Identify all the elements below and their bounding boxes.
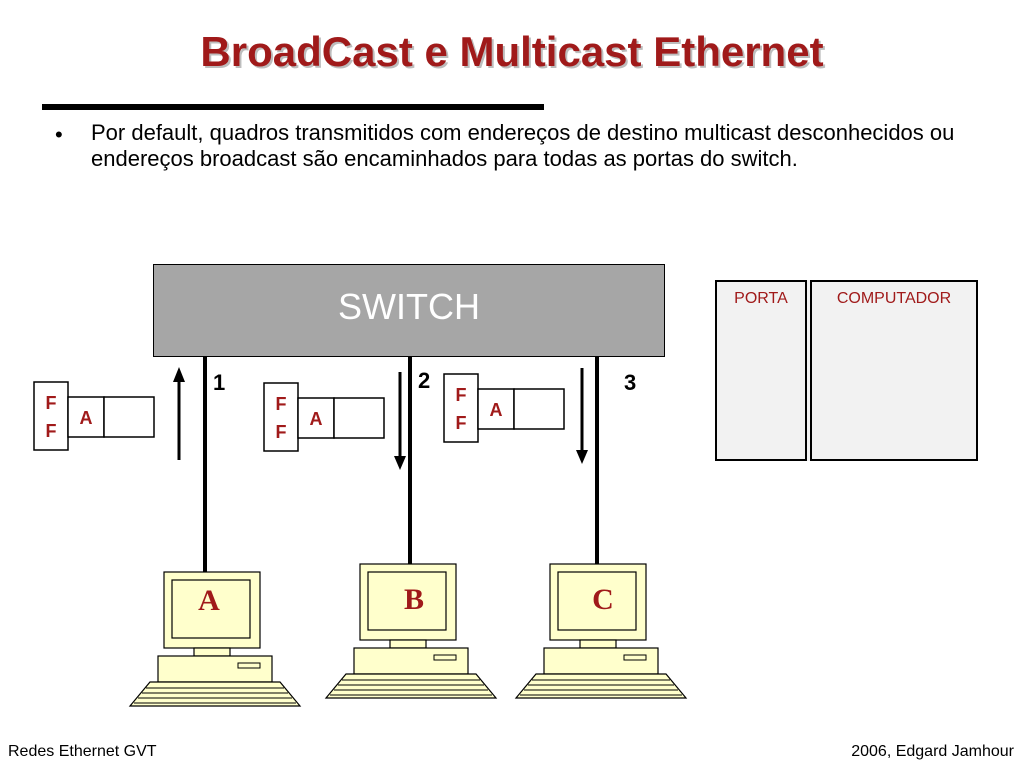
computer-c-icon: C — [515, 563, 687, 699]
table-column-computador: COMPUTADOR — [810, 280, 978, 461]
port-label-3: 3 — [624, 370, 637, 395]
frame-dest-2b: F — [276, 422, 287, 442]
frame-source-1: A — [80, 408, 93, 428]
footer-course: Redes Ethernet GVT — [8, 743, 157, 760]
table-column-porta: PORTA — [715, 280, 807, 461]
switch-box: SWITCH — [153, 264, 665, 357]
table-header-porta: PORTA — [734, 290, 788, 307]
bullet-marker: • — [55, 122, 63, 147]
frame-dest-3a: F — [456, 385, 467, 405]
mac-address-table: PORTA COMPUTADOR — [715, 280, 978, 461]
slide-title: BroadCast e Multicast Ethernet — [200, 28, 824, 75]
title-divider — [42, 104, 544, 110]
frame-dest-1b: F — [46, 421, 57, 441]
frame-dest-2a: F — [276, 394, 287, 414]
frame-packet-1: F F A — [33, 381, 155, 451]
computer-b-label: B — [404, 583, 424, 616]
arrow-down-icon — [576, 368, 588, 464]
frame-dest-3b: F — [456, 413, 467, 433]
computer-a-icon: A — [129, 571, 301, 707]
port-label-2: 2 — [418, 368, 431, 393]
computer-c-label: C — [592, 583, 614, 616]
frame-packet-2: F F A — [263, 382, 385, 452]
bullet-text: Por default, quadros transmitidos com en… — [91, 120, 955, 171]
port-label-1: 1 — [213, 370, 226, 395]
frame-dest-1a: F — [46, 393, 57, 413]
arrow-down-icon — [394, 372, 406, 470]
frame-source-2: A — [310, 409, 323, 429]
switch-label: SWITCH — [338, 285, 480, 327]
computer-b-icon: B — [325, 563, 497, 699]
arrow-up-icon — [173, 367, 185, 460]
frame-packet-3: F F A — [443, 373, 565, 443]
computer-a-label: A — [198, 584, 220, 617]
table-header-computador: COMPUTADOR — [836, 290, 952, 307]
frame-source-3: A — [490, 400, 503, 420]
footer-author: 2006, Edgard Jamhour — [851, 743, 1014, 760]
